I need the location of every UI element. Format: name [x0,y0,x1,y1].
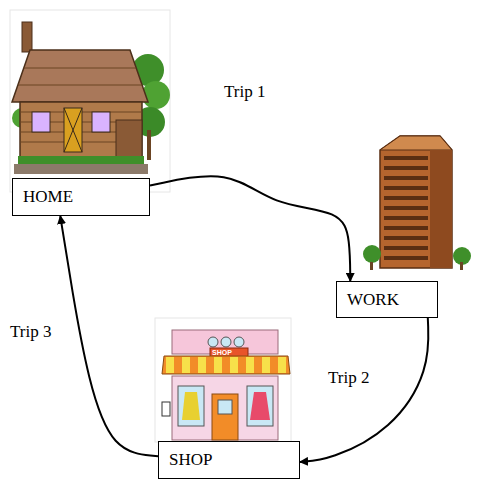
place-name: HOME [23,187,73,207]
awning-stripe [230,357,238,373]
picture-part [172,376,278,440]
awning-stripe [246,357,254,373]
picture-part [234,337,244,347]
window-band [384,186,428,190]
picture-part [370,262,373,270]
awning-stripe [262,357,270,373]
picture-part [116,120,142,158]
trip-label: Trip 2 [326,368,371,388]
window-band [384,206,428,210]
trip-label: Trip 3 [8,322,53,342]
trip-arrow [150,176,350,281]
picture-part [208,337,218,347]
picture-part [380,136,452,268]
picture-part [182,392,200,420]
picture-part [14,164,148,174]
picture-part [10,10,170,192]
picture-part [166,357,286,373]
picture-part [212,394,238,440]
picture-part [64,108,82,152]
trip-label: Trip 1 [222,82,267,102]
picture-part [92,112,110,132]
window-band [384,236,428,240]
awning-stripe [278,357,286,373]
picture-part [460,262,463,270]
picture-part [384,156,428,260]
picture-part [12,50,148,102]
place-name: SHOP [169,450,212,470]
office-building-picture [363,136,471,270]
place-box: WORK [336,281,438,318]
picture-part [380,136,452,150]
picture-part [162,356,290,374]
picture-part [218,400,232,414]
picture-part [24,68,136,69]
awning-stripe [166,357,174,373]
picture-part [363,245,381,263]
window-band [384,256,428,260]
picture-part [430,150,452,268]
place-name: WORK [347,290,399,310]
awning-stripe [214,357,222,373]
window-band [384,156,428,160]
place-box: SHOP [158,441,300,479]
picture-part [250,392,270,420]
picture-part [18,85,142,86]
picture-part [155,318,291,442]
picture-part [22,22,32,52]
window-band [384,226,428,230]
picture-part [221,337,231,347]
picture-part [162,402,170,416]
picture-part [32,112,50,132]
picture-part [18,156,144,164]
window-band [384,216,428,220]
house-picture [10,10,170,192]
window-band [384,246,428,250]
window-band [384,166,428,170]
awning-stripe [182,357,190,373]
trip-arrow [300,318,428,462]
picture-part [247,386,273,426]
picture-part [20,102,142,158]
sign-text: SHOP [212,349,232,356]
trip-arrow [60,216,158,456]
shop-picture [155,318,291,442]
picture-part [178,386,204,426]
awning-stripe [198,357,206,373]
picture-part [64,108,82,152]
place-box: HOME [12,178,150,216]
picture-part [147,130,151,160]
window-band [384,196,428,200]
picture-part [64,108,82,152]
window-band [384,176,428,180]
